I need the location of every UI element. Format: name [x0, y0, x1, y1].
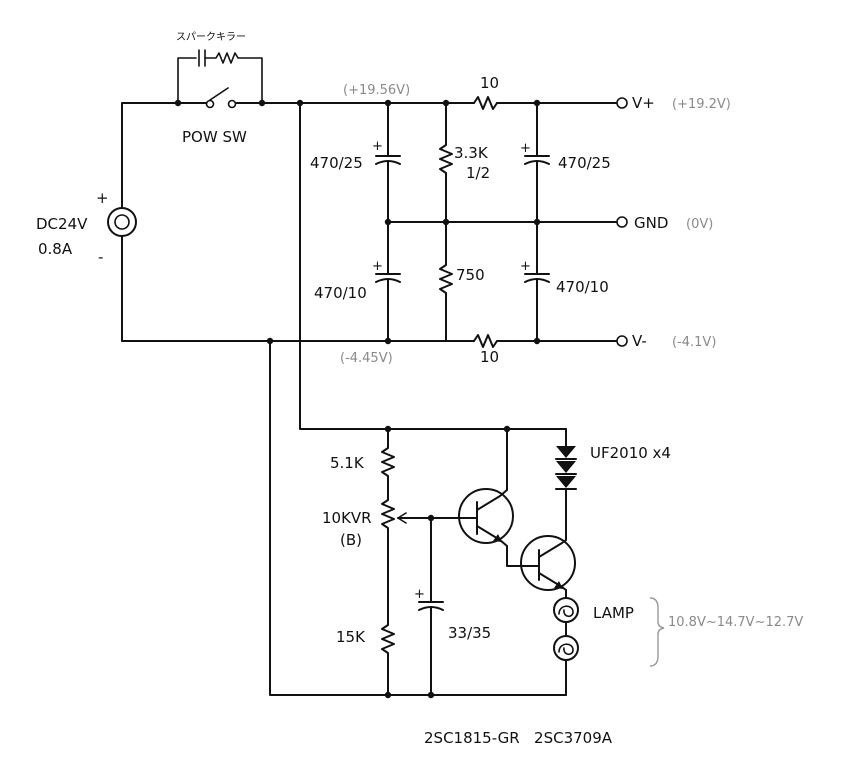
- c5-capacitor: + 33/35: [414, 517, 491, 696]
- right-cap-column: + + 470/25 470/10: [520, 102, 611, 342]
- lamp-label: LAMP: [593, 604, 634, 622]
- svg-text:+: +: [372, 139, 383, 154]
- driver-feeds: [269, 102, 567, 699]
- lamp-voltage: 10.8V~14.7V~12.7V: [668, 615, 803, 630]
- transistor-q1: [458, 428, 529, 567]
- gnd-voltage: (0V): [686, 217, 713, 232]
- vminus-terminal: [616, 335, 628, 347]
- r15k-label: 15K: [336, 628, 366, 646]
- diode-stack: UF2010 x4: [555, 428, 671, 541]
- r750-label: 750: [456, 266, 485, 284]
- input-minus: -: [98, 248, 103, 266]
- vplus-voltage: (+19.2V): [672, 97, 731, 112]
- switch-label: POW SW: [182, 128, 247, 146]
- gnd-label: GND: [634, 214, 668, 232]
- input-voltage-label: DC24V: [36, 215, 88, 233]
- c4-label: 470/10: [556, 278, 609, 296]
- bias-divider: 5.1K 10KVR (B) 15K: [322, 428, 460, 696]
- gnd-rail: GND (0V): [384, 214, 713, 232]
- c3-label: 470/25: [558, 154, 611, 172]
- r-bottom-label: 10: [480, 348, 499, 366]
- power-switch: POW SW: [182, 87, 247, 146]
- vplus-terminal: [616, 97, 628, 109]
- bottom-rail: (-4.45V) 10 V- (-4.1V): [121, 332, 716, 366]
- lamps: LAMP 10.8V~14.7V~12.7V: [553, 589, 803, 696]
- r33k-label: 3.3K: [454, 144, 489, 162]
- vr-label: 10KVR: [322, 509, 372, 527]
- r-top-label: 10: [480, 74, 499, 92]
- dc-input-jack: + - DC24V 0.8A: [36, 189, 137, 342]
- svg-text:+: +: [520, 259, 531, 274]
- input-plus: +: [96, 189, 109, 207]
- middle-resistor-column: 3.3K 1/2 750: [439, 102, 490, 342]
- c1-label: 470/25: [310, 154, 363, 172]
- c5-label: 33/35: [448, 624, 491, 642]
- vplus-label: V+: [632, 94, 655, 112]
- r51k-label: 5.1K: [330, 454, 365, 472]
- top-node-voltage: (+19.56V): [343, 83, 410, 98]
- vr-b-label: (B): [340, 531, 362, 549]
- vminus-label: V-: [632, 332, 647, 350]
- transistor-labels: 2SC1815-GR 2SC3709A: [424, 729, 613, 747]
- left-cap-column: + + 470/25 470/10: [310, 102, 401, 342]
- r33k-watt: 1/2: [466, 164, 490, 182]
- gnd-terminal: [616, 216, 628, 228]
- spark-killer-label: スパークキラー: [176, 31, 246, 43]
- diodes-label: UF2010 x4: [590, 444, 671, 462]
- transistor-q2: [520, 535, 576, 591]
- c2-label: 470/10: [314, 284, 367, 302]
- spark-killer: スパークキラー: [176, 31, 263, 104]
- input-current-label: 0.8A: [38, 240, 73, 258]
- bottom-node-voltage: (-4.45V): [340, 351, 393, 366]
- svg-text:+: +: [520, 141, 531, 156]
- svg-text:+: +: [372, 259, 383, 274]
- svg-text:+: +: [414, 587, 425, 602]
- vminus-voltage: (-4.1V): [672, 335, 716, 350]
